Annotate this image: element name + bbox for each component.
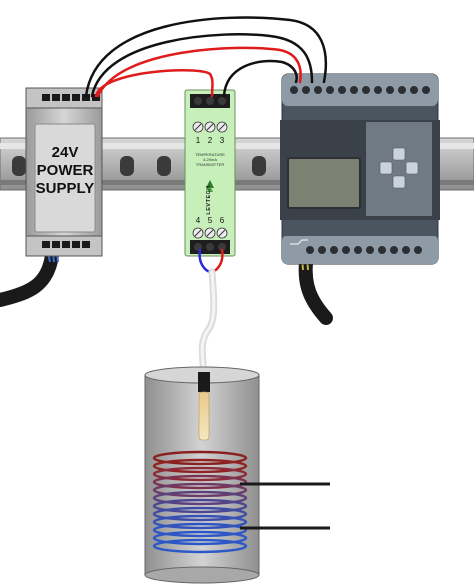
terminal-label-1: 1 [196, 136, 201, 145]
plc-module [280, 73, 440, 265]
plc-top-terminals [290, 86, 430, 94]
terminal-label-2: 2 [208, 136, 213, 145]
transmitter-brand: LEVTECH [206, 185, 212, 214]
plc-bottom-terminals [306, 246, 422, 254]
psu-label-line1: 24V [52, 144, 79, 161]
plc-mains-cable [298, 255, 333, 325]
terminal-label-6: 6 [220, 216, 225, 225]
temperature-probe [198, 372, 210, 441]
transmitter-top-screws [192, 121, 228, 133]
black-wire-psu-to-plc [84, 16, 328, 98]
levtech-logo-icon [206, 180, 214, 192]
transmitter-text-line3: TRANSMITTER [196, 162, 225, 167]
temperature-transmitter: 1 2 3 TEMPERATURE 4-20mA TRANSMITTER LEV… [184, 89, 236, 257]
terminal-label-3: 3 [220, 136, 225, 145]
heating-coil [152, 450, 248, 554]
plc-lcd-screen [287, 157, 361, 209]
black-wire-psu-to-plc-2 [90, 33, 314, 98]
transmitter-bottom-screws [192, 227, 228, 239]
wiring [84, 16, 328, 274]
psu-label-line3: SUPPLY [36, 180, 95, 197]
transmitter-text-line2: 4-20mA [203, 157, 217, 162]
plc-key-left [379, 161, 393, 175]
red-wire-psu-to-plc [96, 46, 302, 98]
red-wire-psu-to-transmitter [94, 69, 214, 98]
power-supply-unit: 24V POWER SUPPLY [25, 87, 103, 257]
plc-key-up [392, 147, 406, 161]
psu-bottom-terminals [42, 241, 90, 248]
plc-key-right [405, 161, 419, 175]
terminal-label-4: 4 [196, 216, 201, 225]
terminal-label-5: 5 [208, 216, 213, 225]
psu-top-terminals [42, 94, 100, 101]
plc-keypad [379, 147, 419, 189]
psu-mains-cable [0, 248, 59, 307]
plc-key-down [392, 175, 406, 189]
transmitter-text-line1: TEMPERATURE [195, 152, 225, 157]
black-wire-transmitter-to-plc [222, 59, 298, 98]
psu-label-line2: POWER [37, 162, 94, 179]
blue-wire-sensor [198, 248, 212, 274]
